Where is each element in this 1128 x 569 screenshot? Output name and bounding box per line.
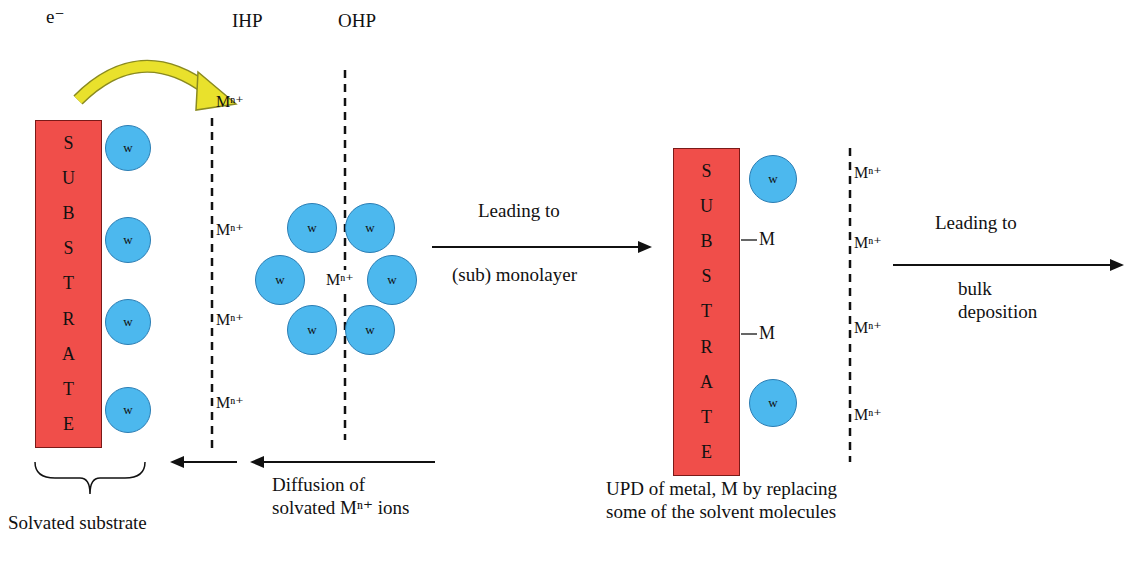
solvent-molecule: w <box>345 305 395 355</box>
solvent-label: w <box>387 272 396 288</box>
ion-label: Mⁿ⁺ <box>854 233 882 252</box>
metal-adatom: M <box>759 229 775 251</box>
solvent-molecule: w <box>287 203 337 253</box>
substrate-label: SUBSTRATE <box>698 154 716 470</box>
arrow-head <box>250 456 264 468</box>
brace <box>35 462 145 494</box>
ion-label: Mⁿ⁺ <box>216 92 244 111</box>
solvent-molecule: w <box>749 379 797 427</box>
solvent-molecule: w <box>287 305 337 355</box>
solvent-label: w <box>307 322 316 338</box>
arrow-line <box>432 246 640 248</box>
step-label: Leading to <box>935 212 1017 235</box>
solvent-label: w <box>768 395 777 411</box>
solvent-molecule: w <box>255 255 305 305</box>
solvent-molecule: w <box>105 217 151 263</box>
ion-label: Mⁿ⁺ <box>324 270 356 289</box>
substrate-electrode: SUBSTRATE <box>35 120 102 448</box>
plane-line <box>849 148 852 462</box>
arrow-line <box>262 461 435 463</box>
electron-arrow-outline <box>78 66 208 100</box>
ion-label: Mⁿ⁺ <box>854 163 882 182</box>
caption-note: Solvated substrate <box>8 512 147 535</box>
solvent-label: w <box>123 232 132 248</box>
ion-label: Mⁿ⁺ <box>216 393 244 412</box>
arrow-head <box>638 241 652 253</box>
solvent-label: w <box>275 272 284 288</box>
solvent-label: w <box>123 140 132 156</box>
solvent-label: w <box>768 171 777 187</box>
step-label: Leading to <box>478 200 560 223</box>
solvent-molecule: w <box>105 299 151 345</box>
ohp-line <box>344 70 347 440</box>
plane-label: IHP <box>232 10 263 33</box>
step-label: (sub) monolayer <box>452 264 577 287</box>
solvent-label: w <box>123 314 132 330</box>
ion-label: Mⁿ⁺ <box>854 405 882 424</box>
solvent-molecule: w <box>367 255 417 305</box>
substrate-electrode: SUBSTRATE <box>673 148 740 476</box>
solvent-molecule: w <box>105 387 151 433</box>
ihp-line <box>211 118 214 450</box>
bond-line <box>741 239 757 241</box>
caption-note: UPD of metal, M by replacing some of the… <box>606 478 838 524</box>
ion-label: Mⁿ⁺ <box>216 220 244 239</box>
substrate-label: SUBSTRATE <box>60 126 78 442</box>
arrow-line <box>893 264 1112 266</box>
solvent-label: w <box>307 220 316 236</box>
solvent-molecule: w <box>345 203 395 253</box>
solvent-molecule: w <box>749 155 797 203</box>
electron-arrow <box>78 66 208 100</box>
step-label: bulk deposition <box>958 278 1070 324</box>
solvent-label: w <box>123 402 132 418</box>
arrow-line <box>182 461 237 463</box>
electron-label: e⁻ <box>46 6 64 29</box>
solvent-label: w <box>365 322 374 338</box>
metal-adatom: M <box>759 323 775 345</box>
bond-line <box>741 333 757 335</box>
ion-label: Mⁿ⁺ <box>854 318 882 337</box>
arrow-head <box>170 456 184 468</box>
ion-label: Mⁿ⁺ <box>216 310 244 329</box>
arrow-head <box>1110 259 1124 271</box>
solvent-label: w <box>365 220 374 236</box>
caption-note: Diffusion of solvated Mⁿ⁺ ions <box>272 474 410 520</box>
solvent-molecule: w <box>105 125 151 171</box>
plane-label: OHP <box>338 10 376 33</box>
